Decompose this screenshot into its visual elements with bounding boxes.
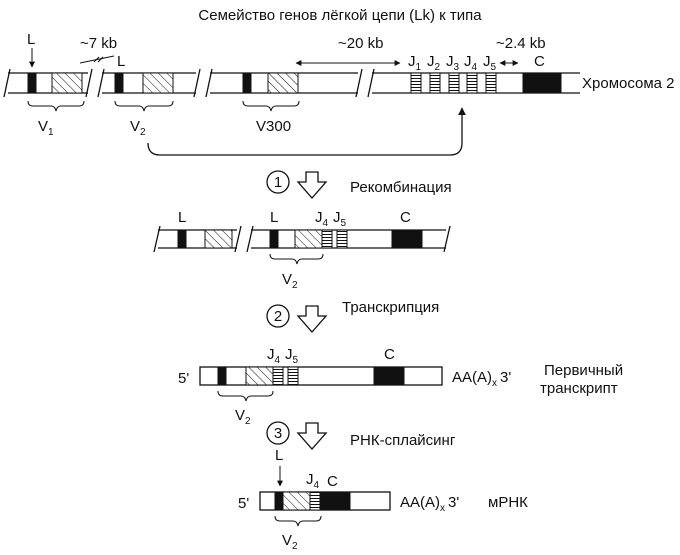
step-2-down-arrow-icon [296,305,328,333]
v1-hatch [51,72,83,94]
label-c-chromosome: C [534,53,545,70]
mrna-label-c: C [327,473,338,490]
primary-label-line1: Первичный [544,362,623,379]
recomb-hatch-1 [204,229,233,249]
dist-20kb: ~20 kb [338,35,383,52]
primary-label-line2: транскрипт [540,380,618,397]
step-2-label: Транскрипция [342,299,439,316]
c-segment [522,72,562,94]
diagram-title: Семейство генов лёгкой цепи (Lk) к типа [198,7,482,24]
j-labels: J1 J2 J3 J4 J5 [408,53,497,73]
label-v1: V1 [38,118,54,138]
svg-text:1: 1 [274,174,282,191]
recomb-c-segment [391,229,423,249]
leader-block-1 [27,72,37,94]
label-v300: V300 [256,118,291,135]
primary-v2-hatch [245,366,274,386]
recomb-label-j5: J5 [333,209,347,229]
recombination-arc [147,107,466,156]
mrna-label-l: L [275,447,283,464]
j1-segment [410,72,422,94]
primary-label-v2: V2 [235,407,251,427]
v2-hatch [142,72,174,94]
svg-text:J2: J2 [427,53,441,73]
mrna-label: мРНК [488,494,528,511]
step-1-circle [266,170,290,194]
step-3-circle [266,421,290,445]
mrna-v2-hatch [282,491,311,511]
mrna-c-segment [319,491,351,511]
svg-text:J5: J5 [483,53,497,73]
chromosome-row: L L ~7 kb ~20 kb ~2.4 kb J1 J2 J3 J4 J5 … [3,31,675,156]
break-mark-3 [355,68,375,98]
j5-segment [485,72,497,94]
step-1-down-arrow-icon [296,171,328,199]
primary-label-c: C [384,346,395,363]
recomb-v2-hatch [294,229,323,249]
svg-text:J1: J1 [408,53,422,73]
svg-text:2: 2 [274,308,282,325]
recomb-j5 [336,229,348,249]
primary-j5 [287,366,299,386]
recombined-row: L L J4 J5 C V2 [153,209,451,291]
j2-segment [429,72,441,94]
primary-c-segment [373,366,405,386]
brace-v2 [114,100,174,112]
recomb-label-c: C [400,209,411,226]
step-3-label: РНК-сплайсинг [350,432,456,449]
step-3: 3 РНК-сплайсинг [266,421,456,450]
svg-text:3: 3 [274,425,282,442]
brace-v1 [27,100,85,112]
recomb-j4 [321,229,333,249]
primary-label-j5: J5 [285,346,299,366]
primary-brace-v2 [217,390,274,402]
v300-hatch [267,72,299,94]
step-1-label: Рекомбинация [350,179,452,196]
recomb-label-l-1: L [178,209,186,226]
recomb-label-l-2: L [270,209,278,226]
recomb-leader-block-1 [177,229,187,249]
mrna-label-v2: V2 [282,532,298,552]
break-mark-2 [193,68,213,98]
mrna-j4 [309,491,321,511]
recomb-leader-block-2 [269,229,279,249]
step-3-down-arrow-icon [296,422,328,450]
dist-7kb: ~7 kb [80,35,117,52]
chromosome-label: Хромосома 2 [582,75,675,92]
step-2: 2 Транскрипция [266,299,439,333]
label-v2-chromosome: V2 [130,118,146,138]
mrna-five-prime: 5' [238,495,249,512]
brace-v300 [242,100,300,112]
leader-block-300 [242,72,252,94]
primary-transcript-box [199,366,443,386]
primary-leader-block [217,366,227,386]
primary-label-j4: J4 [267,346,281,366]
recomb-label-j4: J4 [315,209,329,229]
mrna-brace-v2 [274,515,322,527]
primary-five-prime: 5' [178,370,189,387]
svg-text:J3: J3 [446,53,460,73]
label-l-1: L [27,31,35,48]
primary-j4 [272,366,284,386]
leader-block-2 [114,72,124,94]
break-mark-1 [85,68,105,98]
recomb-label-v2: V2 [282,271,298,291]
step-1: 1 Рекомбинация [266,170,452,199]
mrna-label-j4: J4 [306,471,320,491]
step-2-circle [266,304,290,328]
dist-2-4kb: ~2.4 kb [496,35,546,52]
mrna-leader-block [274,491,284,511]
j3-segment [448,72,460,94]
j4-segment [466,72,478,94]
label-l-2: L [117,53,125,70]
recomb-brace-v2 [269,253,324,265]
break-mark-recombined [234,225,254,253]
left-end-cut [3,68,11,98]
svg-text:J4: J4 [464,53,478,73]
